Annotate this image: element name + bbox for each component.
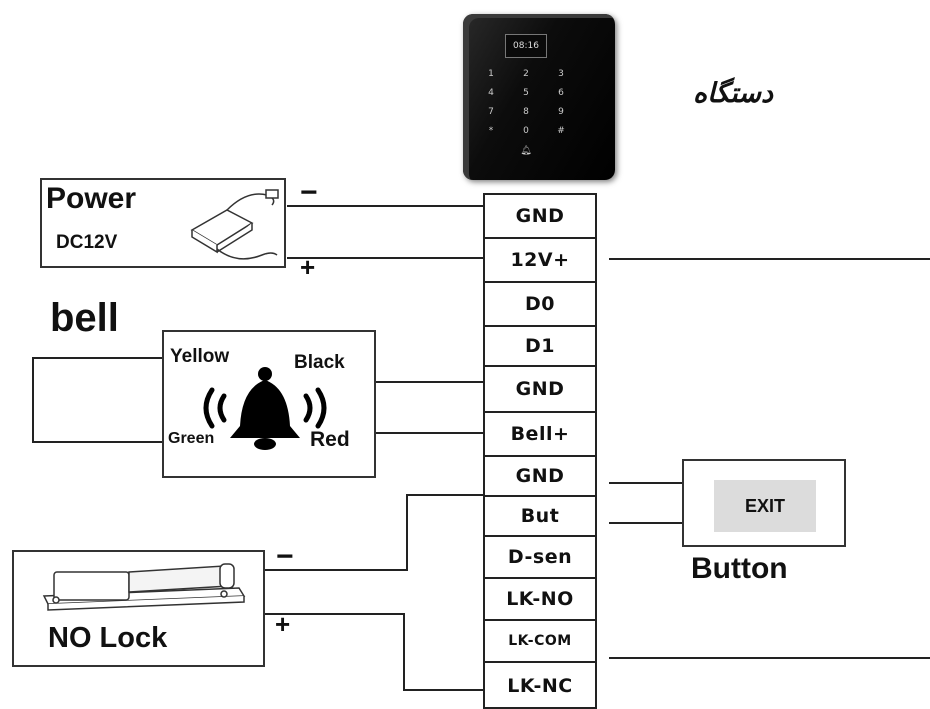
terminal-d1: D1 [485, 327, 595, 367]
bell-red-label: Red [310, 428, 350, 451]
key-star: * [488, 126, 494, 136]
bell-black-label: Black [294, 352, 345, 373]
key-0: 0 [523, 126, 529, 136]
key-9: 9 [558, 107, 564, 117]
key-7: 7 [488, 107, 494, 117]
key-4: 4 [488, 88, 494, 98]
key-5: 5 [523, 88, 529, 98]
bell-yellow-label: Yellow [170, 346, 230, 367]
terminal-gnd-1: GND [485, 195, 595, 239]
key-8: 8 [523, 107, 529, 117]
terminal-bell-plus: Bell+ [485, 413, 595, 457]
lock-box: NO Lock [12, 550, 265, 667]
key-6: 6 [558, 88, 564, 98]
terminal-lk-no: LK-NO [485, 579, 595, 621]
terminal-block: GND 12V+ D0 D1 GND Bell+ GND But D-sen L… [483, 193, 597, 709]
exit-key-label: EXIT [744, 495, 785, 516]
lock-negative-wire [265, 494, 483, 571]
bell-loop-wire [32, 357, 163, 443]
lock-plus-sign: + [275, 609, 291, 639]
access-control-keypad-device: 08:16 1 2 3 4 5 6 7 8 9 * 0 # 🔔︎ [463, 14, 615, 180]
exit-button-face: EXIT [714, 480, 816, 532]
lock-title: NO Lock [48, 622, 168, 654]
key-hash: # [557, 126, 565, 136]
bell-box: Yellow Black Green Red [162, 330, 376, 478]
lock-minus-sign: − [276, 540, 294, 573]
key-2: 2 [523, 69, 529, 79]
bell-title: bell [50, 296, 119, 340]
exit-button-caption: Button [691, 552, 788, 585]
power-title: Power [46, 182, 137, 215]
bell-green-label: Green [168, 430, 215, 447]
terminal-12v: 12V+ [485, 239, 595, 283]
bell-icon [203, 367, 327, 450]
lock-positive-wire [265, 613, 483, 691]
power-minus-sign: − [300, 176, 318, 209]
key-3: 3 [558, 69, 564, 79]
power-supply-box: Power DC12V [40, 178, 286, 268]
terminal-gnd-2: GND [485, 367, 595, 413]
terminal-lk-nc: LK-NC [507, 675, 573, 697]
key-1: 1 [488, 69, 494, 79]
exit-button-box: EXIT [682, 459, 846, 547]
terminal-d0: D0 [485, 283, 595, 327]
doorbell-key-icon: 🔔︎ [520, 146, 532, 156]
terminal-gnd-3: GND [485, 457, 595, 497]
power-voltage: DC12V [56, 232, 118, 253]
terminal-lk-com: LK-COM [485, 621, 595, 663]
power-plus-sign: + [300, 252, 316, 282]
terminal-d-sen: D-sen [485, 537, 595, 579]
electric-lock-icon [42, 563, 246, 611]
terminal-but: But [485, 497, 595, 537]
device-screen: 08:16 [505, 34, 547, 58]
device-label: دستگاه [693, 78, 774, 108]
device-screen-time: 08:16 [513, 41, 539, 51]
power-adapter-icon [190, 189, 279, 260]
